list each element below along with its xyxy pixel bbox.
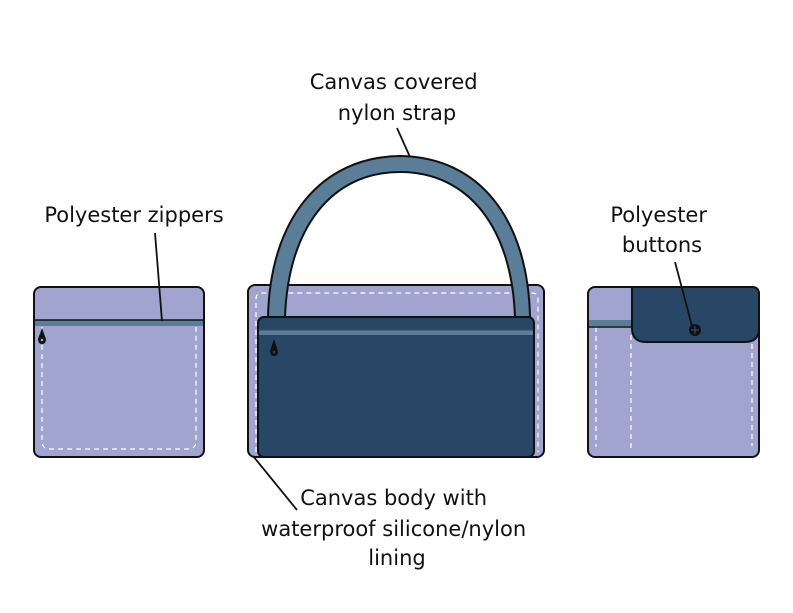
leader-body (252, 455, 298, 511)
left-panel-body (33, 286, 205, 458)
body-label-line-1: Canvas body with (300, 486, 487, 510)
body-label-line-3: lining (368, 546, 425, 570)
right-zipper (589, 320, 632, 326)
front-pocket-zipper (259, 330, 533, 335)
button-icon (689, 324, 701, 336)
body-label-line-2: waterproof silicone/nylon (261, 517, 526, 541)
leader-strap (396, 127, 411, 158)
leader-buttons (674, 261, 693, 327)
strap-label: Canvas covered nylon strap (310, 70, 485, 125)
buttons-label-line-2: buttons (622, 233, 702, 257)
zipper-pull-hole (40, 338, 44, 342)
leader-zippers (154, 232, 163, 322)
left-zipper (35, 320, 203, 326)
left-panel (33, 286, 205, 458)
strap-label-line-2: nylon strap (338, 101, 456, 125)
strap-label-line-1: Canvas covered (310, 70, 478, 94)
body-label: Canvas body with waterproof silicone/nyl… (261, 486, 533, 570)
button-flap (631, 286, 760, 343)
zippers-label: Polyester zippers (44, 203, 223, 227)
right-panel (587, 286, 760, 458)
buttons-label: Polyester buttons (610, 203, 713, 257)
front-pocket (257, 316, 535, 458)
zipper-pull-hole (272, 350, 276, 354)
zipper-pull-icon (38, 328, 46, 344)
center-bag-stitching (255, 292, 539, 452)
zipper-pull-icon (270, 339, 278, 356)
buttons-label-line-1: Polyester (610, 203, 707, 227)
right-panel-stitching (595, 327, 753, 449)
zippers-label-line-1: Polyester zippers (44, 203, 223, 227)
left-panel-stitching (41, 327, 197, 450)
center-bag (247, 154, 545, 458)
